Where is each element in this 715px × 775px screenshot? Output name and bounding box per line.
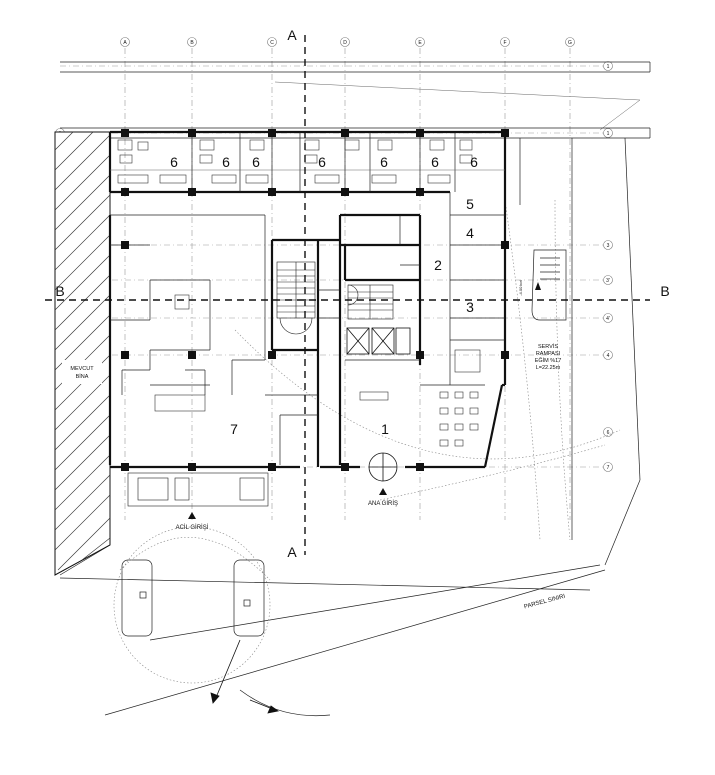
grid-bubble-D: D [340,37,350,47]
room-number: 6 [170,154,178,170]
grid-col-label: G [568,40,572,46]
turning-circle [113,526,271,684]
elevator-icon [346,327,411,355]
room-number: 1 [381,421,389,437]
grid-col-label: B [190,40,194,46]
ramp-label: SERVİS [538,343,558,350]
svg-text:1: 1 [607,64,610,70]
grid-col-label: F [503,40,506,46]
room-number: 2 [434,257,442,273]
car-icon [121,249,567,637]
existing-building-label: MEVCUT [70,366,94,372]
ramp-label: RAMPASI [536,351,561,357]
section-label-a-top: A [287,27,297,43]
room-number: 6 [222,154,230,170]
section-label-b-left: B [55,283,64,299]
room-number: 4 [466,225,474,241]
ramp-annotation: SERVİS RAMPASI EĞİM %17 L=22.25m -4.00 k… [518,279,561,371]
room-number: 6 [431,154,439,170]
room-numbers: 6 6 6 6 6 6 6 5 4 2 3 7 1 [170,154,478,437]
room-number: 6 [318,154,326,170]
room-number: 3 [466,299,474,315]
main-entrance-annotation: ANA GİRİŞ [368,488,398,507]
grid-bubble-E: E [415,37,425,47]
parcel-boundary-annotation: PARSEL SINIRI [524,594,567,611]
office-cells [110,132,505,192]
ramp-arrow-icon [535,282,541,290]
main-entrance-label: ANA GİRİŞ [368,500,398,507]
entrance-arrow-icon [188,512,196,519]
section-line-a: A A [287,27,306,560]
room-number: 6 [380,154,388,170]
svg-text:4: 4 [607,353,610,359]
grid-bubble-A: A [120,37,130,47]
room-number: 7 [230,421,238,437]
svg-text:3: 3 [607,243,610,249]
grid-col-label: C [270,40,274,46]
cafe-tables [154,294,481,447]
room-number: 6 [470,154,478,170]
grid-bubble-row-right: 1 1 3 3' 4' 4 6 7 [603,61,613,472]
grid-bubble-B: B [187,37,197,47]
section-label-a-bottom: A [287,544,297,560]
grid-bubble-F: F [500,37,510,47]
parcel-boundary-label: PARSEL SINIRI [524,594,567,611]
entrance-canopy [127,472,269,507]
site-context [59,61,651,716]
svg-text:7: 7 [607,465,610,471]
grid-col-label: D [343,40,347,46]
svg-text:3': 3' [606,278,610,284]
existing-building: MEVCUT BİNA [54,131,111,576]
existing-building-label: BİNA [76,373,89,380]
svg-text:4': 4' [606,316,610,322]
grid-col-label: A [123,40,127,46]
emergency-entrance-annotation: ACİL GİRİŞİ [176,512,209,531]
entrance-arrow-icon [379,488,387,495]
ramp-label: L=22.25m [536,365,561,371]
section-label-b-right: B [660,283,669,299]
ramp-label: EĞİM %17 [535,357,562,364]
stair-icon [276,261,394,335]
ramp-level-label: -4.00 kot [518,279,523,295]
grid-col-label: E [418,40,422,46]
section-line-b: B B [45,283,670,301]
emergency-entrance-label: ACİL GİRİŞİ [176,524,209,531]
svg-text:1: 1 [607,131,610,137]
grid-bubble-C: C [267,37,277,47]
vehicle-path-arrows [210,639,279,714]
revolving-door-icon [368,452,398,482]
grid-lines [60,48,610,520]
grid-bubble-G: G [565,37,575,47]
room-number: 6 [252,154,260,170]
room-number: 5 [466,196,474,212]
svg-text:6: 6 [607,430,610,436]
structural-columns [121,129,509,471]
